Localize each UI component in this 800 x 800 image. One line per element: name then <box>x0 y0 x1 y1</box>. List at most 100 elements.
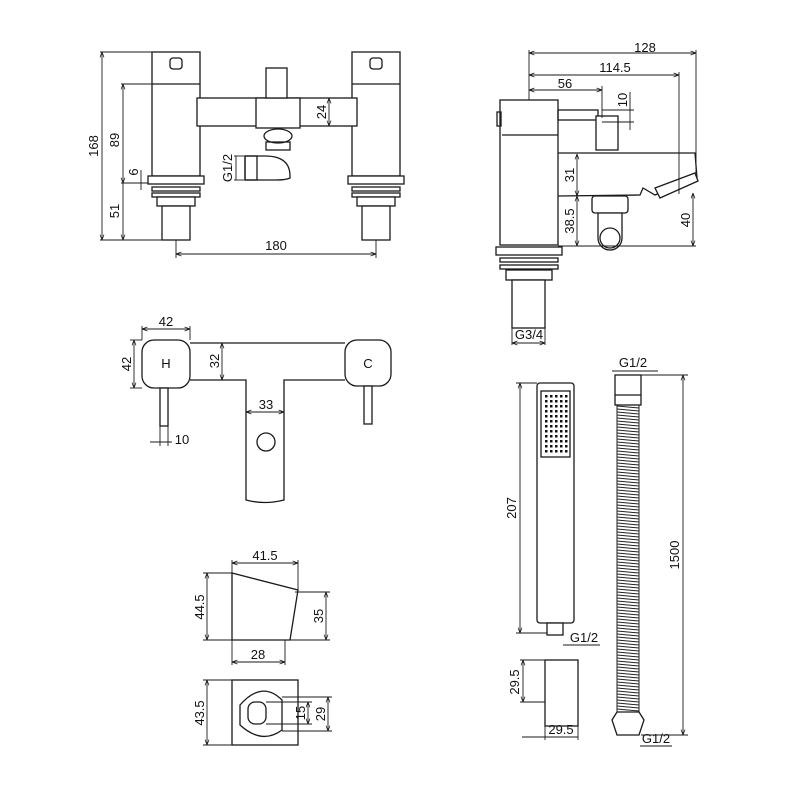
dim-56: 56 <box>558 76 572 91</box>
hose-coil <box>616 498 640 502</box>
hose-coil <box>616 408 640 412</box>
dim-114-5: 114.5 <box>599 60 631 75</box>
front-view: 168 89 6 51 180 24 G1/2 <box>86 51 405 258</box>
hose-coil <box>616 576 640 580</box>
hose-coil <box>616 591 640 595</box>
hose-coil <box>616 615 640 619</box>
dim-89: 89 <box>107 133 122 147</box>
dim-29-5-width: 29.5 <box>548 722 573 737</box>
hose-coil <box>616 483 640 487</box>
hose-coil <box>616 480 640 484</box>
dim-41-5: 41.5 <box>252 548 277 563</box>
hose-coil <box>616 510 640 514</box>
hose-coil <box>616 669 640 673</box>
dim-31: 31 <box>562 168 577 182</box>
spray-nozzle <box>550 435 553 438</box>
dim-42-depth: 42 <box>119 357 134 371</box>
spray-nozzle <box>550 450 553 453</box>
spray-nozzle <box>565 450 568 453</box>
spray-nozzle <box>545 430 548 433</box>
spray-nozzle <box>555 415 558 418</box>
hose-coil <box>616 546 640 550</box>
wall-bracket: 41.5 44.5 35 28 43.5 15 29 <box>192 548 332 746</box>
hose-coil <box>616 675 640 679</box>
spray-nozzle <box>565 405 568 408</box>
hose-coil <box>616 567 640 571</box>
hose-coils <box>616 405 640 712</box>
spray-nozzle <box>560 440 563 443</box>
hose-coil <box>616 522 640 526</box>
hose-coil <box>616 603 640 607</box>
hose-coil <box>616 699 640 703</box>
hose-coil <box>616 456 640 460</box>
top-view: H C 42 42 32 33 10 <box>119 314 392 504</box>
hose-coil <box>616 678 640 682</box>
hose-coil <box>616 594 640 598</box>
hose-coil <box>616 471 640 475</box>
hose-coil <box>616 558 640 562</box>
dim-g12-outlet: G1/2 <box>220 154 235 182</box>
spray-nozzle <box>560 420 563 423</box>
hose-coil <box>616 657 640 661</box>
hose-coil <box>616 531 640 535</box>
spray-nozzle <box>555 405 558 408</box>
spray-nozzle <box>555 420 558 423</box>
right-tail <box>347 175 405 241</box>
dim-g12-handset: G1/2 <box>570 630 598 645</box>
hose-coil <box>616 555 640 559</box>
hot-label: H <box>161 356 170 371</box>
hose-coil <box>616 516 640 520</box>
dim-207: 207 <box>504 497 519 519</box>
hose-coil <box>616 690 640 694</box>
hose-coil <box>616 621 640 625</box>
dim-33: 33 <box>259 397 273 412</box>
hose-coil <box>616 636 640 640</box>
dim-51: 51 <box>107 204 122 218</box>
hose-coil <box>616 489 640 493</box>
shower-hose: 1500 G1/2 G1/2 <box>611 355 688 747</box>
spray-nozzle <box>545 405 548 408</box>
spray-nozzle <box>555 410 558 413</box>
hose-coil <box>616 639 640 643</box>
dim-38-5: 38.5 <box>562 208 577 233</box>
dim-32: 32 <box>207 354 222 368</box>
spray-nozzle <box>560 445 563 448</box>
hose-coil <box>616 579 640 583</box>
cold-label: C <box>363 356 372 371</box>
hose-coil <box>616 585 640 589</box>
hose-coil <box>616 468 640 472</box>
hose-coil <box>616 414 640 418</box>
hose-coil <box>616 651 640 655</box>
hose-coil <box>616 693 640 697</box>
spray-nozzle <box>565 400 568 403</box>
dim-43-5: 43.5 <box>192 700 207 725</box>
dim-29-5-height: 29.5 <box>507 669 522 694</box>
spray-nozzle <box>565 425 568 428</box>
hose-coil <box>616 429 640 433</box>
dim-15: 15 <box>293 706 308 720</box>
dim-42-width: 42 <box>159 314 173 329</box>
spray-nozzle <box>560 405 563 408</box>
dim-g34: G3/4 <box>515 327 543 342</box>
hose-coil <box>616 642 640 646</box>
hose-coil <box>616 537 640 541</box>
hose-coil <box>616 606 640 610</box>
hose-coil <box>616 501 640 505</box>
hose-coil <box>616 453 640 457</box>
hose-coil <box>616 552 640 556</box>
spray-nozzle <box>560 415 563 418</box>
spray-nozzle <box>555 400 558 403</box>
spray-nozzle <box>560 450 563 453</box>
spray-nozzle <box>555 425 558 428</box>
spray-nozzle <box>550 395 553 398</box>
dim-6: 6 <box>126 168 141 175</box>
hose-coil <box>616 486 640 490</box>
dim-44-5: 44.5 <box>192 594 207 619</box>
hose-coil <box>616 435 640 439</box>
hose-coil <box>616 618 640 622</box>
dim-28: 28 <box>251 647 265 662</box>
spray-nozzle <box>550 420 553 423</box>
hose-coil <box>616 423 640 427</box>
